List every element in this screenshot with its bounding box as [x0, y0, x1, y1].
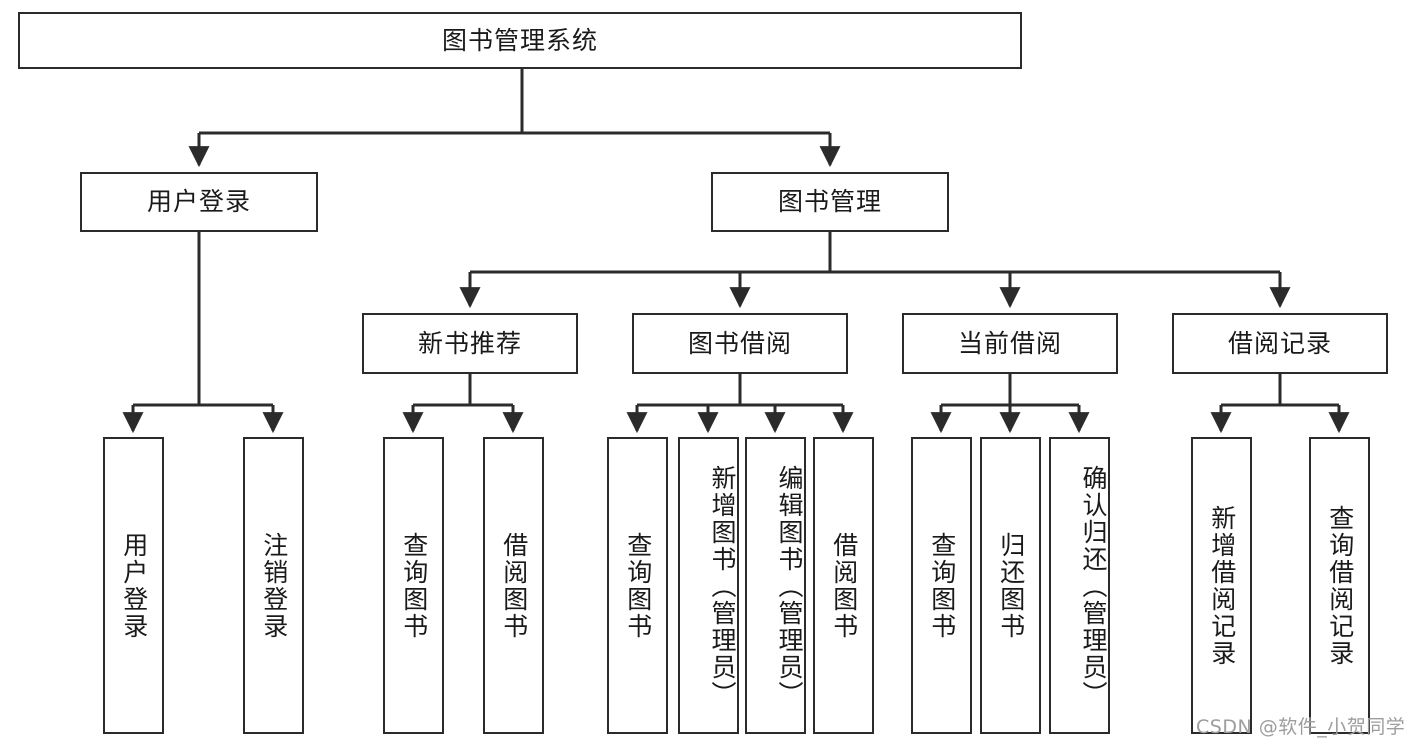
node-root-library-system[interactable]: 图书管理系统 — [18, 12, 1022, 69]
leaf-current-query-book[interactable]: 查询图书 — [911, 437, 972, 734]
node-label: 图书管理 — [777, 187, 882, 217]
node-label: 查询图书 — [399, 531, 429, 640]
node-borrow-records[interactable]: 借阅记录 — [1172, 313, 1388, 374]
leaf-records-add-record[interactable]: 新增借阅记录 — [1191, 437, 1252, 734]
csdn-watermark: CSDN @软件_小贺同学 — [1196, 716, 1405, 738]
node-label: 新增借阅记录 — [1207, 504, 1237, 667]
leaf-user-login-signin[interactable]: 用户登录 — [103, 437, 164, 734]
node-label: 当前借阅 — [957, 328, 1062, 358]
node-label: 查询图书 — [927, 531, 957, 640]
node-new-book-recommend[interactable]: 新书推荐 — [362, 313, 578, 374]
node-current-borrow[interactable]: 当前借阅 — [902, 313, 1118, 374]
node-label: 用户登录 — [146, 187, 251, 217]
node-label: 编辑图书（管理员） — [775, 465, 804, 708]
node-label: 图书借阅 — [687, 328, 792, 358]
node-label: 查询借阅记录 — [1325, 504, 1355, 667]
leaf-recommend-borrow-book[interactable]: 借阅图书 — [483, 437, 544, 734]
node-book-borrow[interactable]: 图书借阅 — [632, 313, 848, 374]
node-label: 归还图书 — [996, 531, 1026, 640]
leaf-user-login-signout[interactable]: 注销登录 — [243, 437, 304, 734]
node-label: 确认归还（管理员） — [1079, 465, 1108, 708]
node-label: 查询图书 — [623, 531, 653, 640]
node-label: 借阅记录 — [1227, 328, 1332, 358]
node-book-management[interactable]: 图书管理 — [711, 172, 949, 232]
leaf-recommend-query-book[interactable]: 查询图书 — [383, 437, 444, 734]
node-label: 用户登录 — [119, 531, 149, 640]
node-label: 新增图书（管理员） — [708, 465, 737, 708]
leaf-current-return-book[interactable]: 归还图书 — [980, 437, 1041, 734]
leaf-borrow-add-book-admin[interactable]: 新增图书（管理员） — [678, 437, 739, 734]
leaf-borrow-edit-book-admin[interactable]: 编辑图书（管理员） — [745, 437, 806, 734]
node-user-login[interactable]: 用户登录 — [80, 172, 318, 232]
node-label: 新书推荐 — [417, 328, 522, 358]
node-label: 借阅图书 — [499, 531, 529, 640]
leaf-current-confirm-return-admin[interactable]: 确认归还（管理员） — [1049, 437, 1110, 734]
node-label: 图书管理系统 — [441, 25, 598, 55]
node-label: 注销登录 — [259, 531, 289, 640]
node-label: 借阅图书 — [829, 531, 859, 640]
leaf-records-query-record[interactable]: 查询借阅记录 — [1309, 437, 1370, 734]
leaf-borrow-borrow-book[interactable]: 借阅图书 — [813, 437, 874, 734]
leaf-borrow-query-book[interactable]: 查询图书 — [607, 437, 668, 734]
